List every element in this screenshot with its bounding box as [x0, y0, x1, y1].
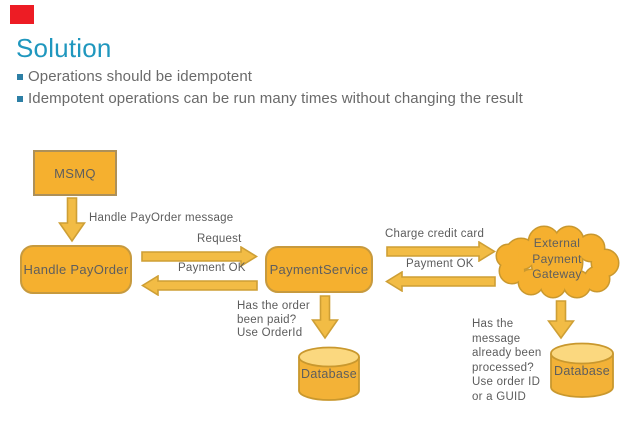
- arrow-request-icon: [141, 246, 258, 267]
- bullet-item: Operations should be idempotent: [17, 66, 627, 88]
- arrow-gateway-to-database-icon: [547, 300, 575, 340]
- arrow-charge-card-icon: [386, 241, 496, 262]
- node-database-right-label: Database: [554, 364, 610, 378]
- label-charge-credit-card: Charge credit card: [385, 228, 485, 240]
- cloud-shape-external-gateway: [495, 225, 620, 299]
- cylinder-database-right: [550, 342, 614, 398]
- cloud-body: [497, 227, 618, 297]
- label-handle-payorder-message: Handle PayOrder message: [89, 212, 234, 224]
- node-handle-payorder: Handle PayOrder: [20, 245, 132, 294]
- cylinder-database-left: [298, 346, 360, 401]
- label-has-order-question: Has the order been paid? Use OrderId: [237, 300, 310, 339]
- red-marker: [10, 5, 34, 24]
- label-has-message-question: Has the message already been processed? …: [472, 318, 542, 403]
- arrow-msmq-to-handler-icon: [58, 197, 86, 243]
- cylinder-top: [550, 342, 614, 365]
- arrow-payment-ok-left-icon: [141, 275, 258, 296]
- bullet-text: Idempotent operations can be run many ti…: [28, 90, 523, 107]
- cylinder-body: [298, 357, 360, 401]
- bullet-square-icon: [17, 96, 23, 102]
- arrow-service-to-database-icon: [311, 295, 339, 340]
- label-request: Request: [197, 233, 242, 245]
- label-payment-ok-right: Payment OK: [406, 258, 474, 270]
- bullet-list: Operations should be idempotent Idempote…: [17, 66, 627, 110]
- page-title: Solution: [16, 33, 112, 64]
- cylinder-top: [298, 346, 360, 368]
- node-msmq: MSMQ: [33, 150, 117, 196]
- label-payment-ok-left: Payment OK: [178, 262, 246, 274]
- arrow-payment-ok-right-icon: [385, 271, 496, 292]
- node-database-left-label: Database: [301, 367, 357, 381]
- bullet-square-icon: [17, 74, 23, 80]
- node-external-gateway-label: External Payment Gateway: [532, 236, 582, 281]
- node-payment-service: PaymentService: [265, 246, 373, 293]
- bullet-item: Idempotent operations can be run many ti…: [17, 88, 627, 110]
- cylinder-body: [550, 353, 614, 398]
- bullet-text: Operations should be idempotent: [28, 68, 253, 85]
